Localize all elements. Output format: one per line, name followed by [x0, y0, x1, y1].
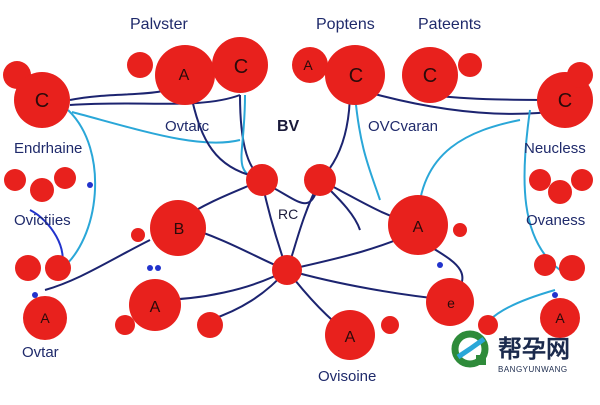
node	[15, 255, 41, 281]
node	[402, 47, 458, 103]
node	[14, 72, 70, 128]
edge	[69, 94, 241, 106]
node	[212, 37, 268, 93]
node-letter-a: A	[303, 57, 313, 73]
edge	[59, 109, 97, 271]
label-ovictiies: Ovictiies	[14, 212, 71, 229]
label-top-left: Palvster	[130, 16, 188, 33]
label-ovaness: Ovaness	[526, 212, 586, 229]
dot	[155, 265, 161, 271]
watermark-logo-icon	[451, 330, 489, 368]
node	[155, 45, 215, 105]
node-letter-a: A	[413, 219, 424, 236]
node	[292, 47, 328, 83]
node-letter-e: e	[447, 295, 455, 311]
dot	[552, 292, 558, 298]
node	[4, 169, 26, 191]
nodes	[3, 37, 593, 360]
node	[478, 315, 498, 335]
node	[571, 169, 593, 191]
edge	[329, 189, 361, 231]
node	[453, 223, 467, 237]
node	[150, 200, 206, 256]
node	[388, 195, 448, 255]
node	[129, 279, 181, 331]
edge	[354, 94, 381, 201]
dot	[32, 292, 38, 298]
edge	[44, 239, 151, 291]
edge	[71, 111, 241, 144]
node-letter-c: C	[234, 56, 248, 78]
label-top-right: Pateents	[418, 16, 482, 33]
node	[23, 296, 67, 340]
node	[30, 178, 54, 202]
node-letter-a: A	[555, 310, 565, 326]
node-letter-c: C	[558, 90, 572, 112]
watermark: 帮孕网 BANGYUNWANG	[450, 325, 590, 380]
node	[197, 312, 223, 338]
label-center-bv: BV	[277, 118, 300, 135]
node	[567, 62, 593, 88]
watermark-text: 帮孕网	[498, 335, 570, 363]
label-top-center: Poptens	[316, 16, 375, 33]
node	[127, 52, 153, 78]
node	[325, 310, 375, 360]
node	[54, 167, 76, 189]
node	[246, 164, 278, 196]
node-letter-a: A	[40, 310, 50, 326]
edge	[286, 269, 451, 301]
node	[131, 228, 145, 242]
node-letter-a: A	[345, 329, 356, 346]
node	[115, 315, 135, 335]
label-ovcvaran: OVCvaran	[368, 118, 439, 135]
watermark-subtext: BANGYUNWANG	[498, 365, 568, 374]
node-letters: A C C A C C C B A A A e A A	[35, 56, 572, 346]
node	[458, 53, 482, 77]
dot	[87, 182, 93, 188]
node	[426, 278, 474, 326]
label-ovtar: Ovtar	[22, 344, 59, 361]
node	[548, 180, 572, 204]
label-endrhaine: Endrhaine	[14, 140, 83, 157]
dot	[437, 262, 443, 268]
label-neucless: Neucless	[524, 140, 586, 157]
label-ovisoine: Ovisoine	[318, 368, 377, 385]
node-letter-a: A	[150, 299, 161, 316]
dot	[147, 265, 153, 271]
connector-dots	[32, 182, 558, 298]
node-letter-a: A	[179, 67, 190, 84]
node	[540, 298, 580, 338]
edge	[359, 89, 566, 115]
node	[381, 316, 399, 334]
label-ovtarc: Ovtarc	[165, 118, 210, 135]
node	[272, 255, 302, 285]
node	[559, 255, 585, 281]
node	[304, 164, 336, 196]
node-letter-c: C	[423, 65, 437, 87]
node-letter-c: C	[349, 65, 363, 87]
node	[534, 254, 556, 276]
node	[45, 255, 71, 281]
node-letter-c: C	[35, 90, 49, 112]
label-center-rc: RC	[278, 206, 299, 222]
node-letter-b: B	[174, 221, 185, 238]
node	[529, 169, 551, 191]
node	[325, 45, 385, 105]
